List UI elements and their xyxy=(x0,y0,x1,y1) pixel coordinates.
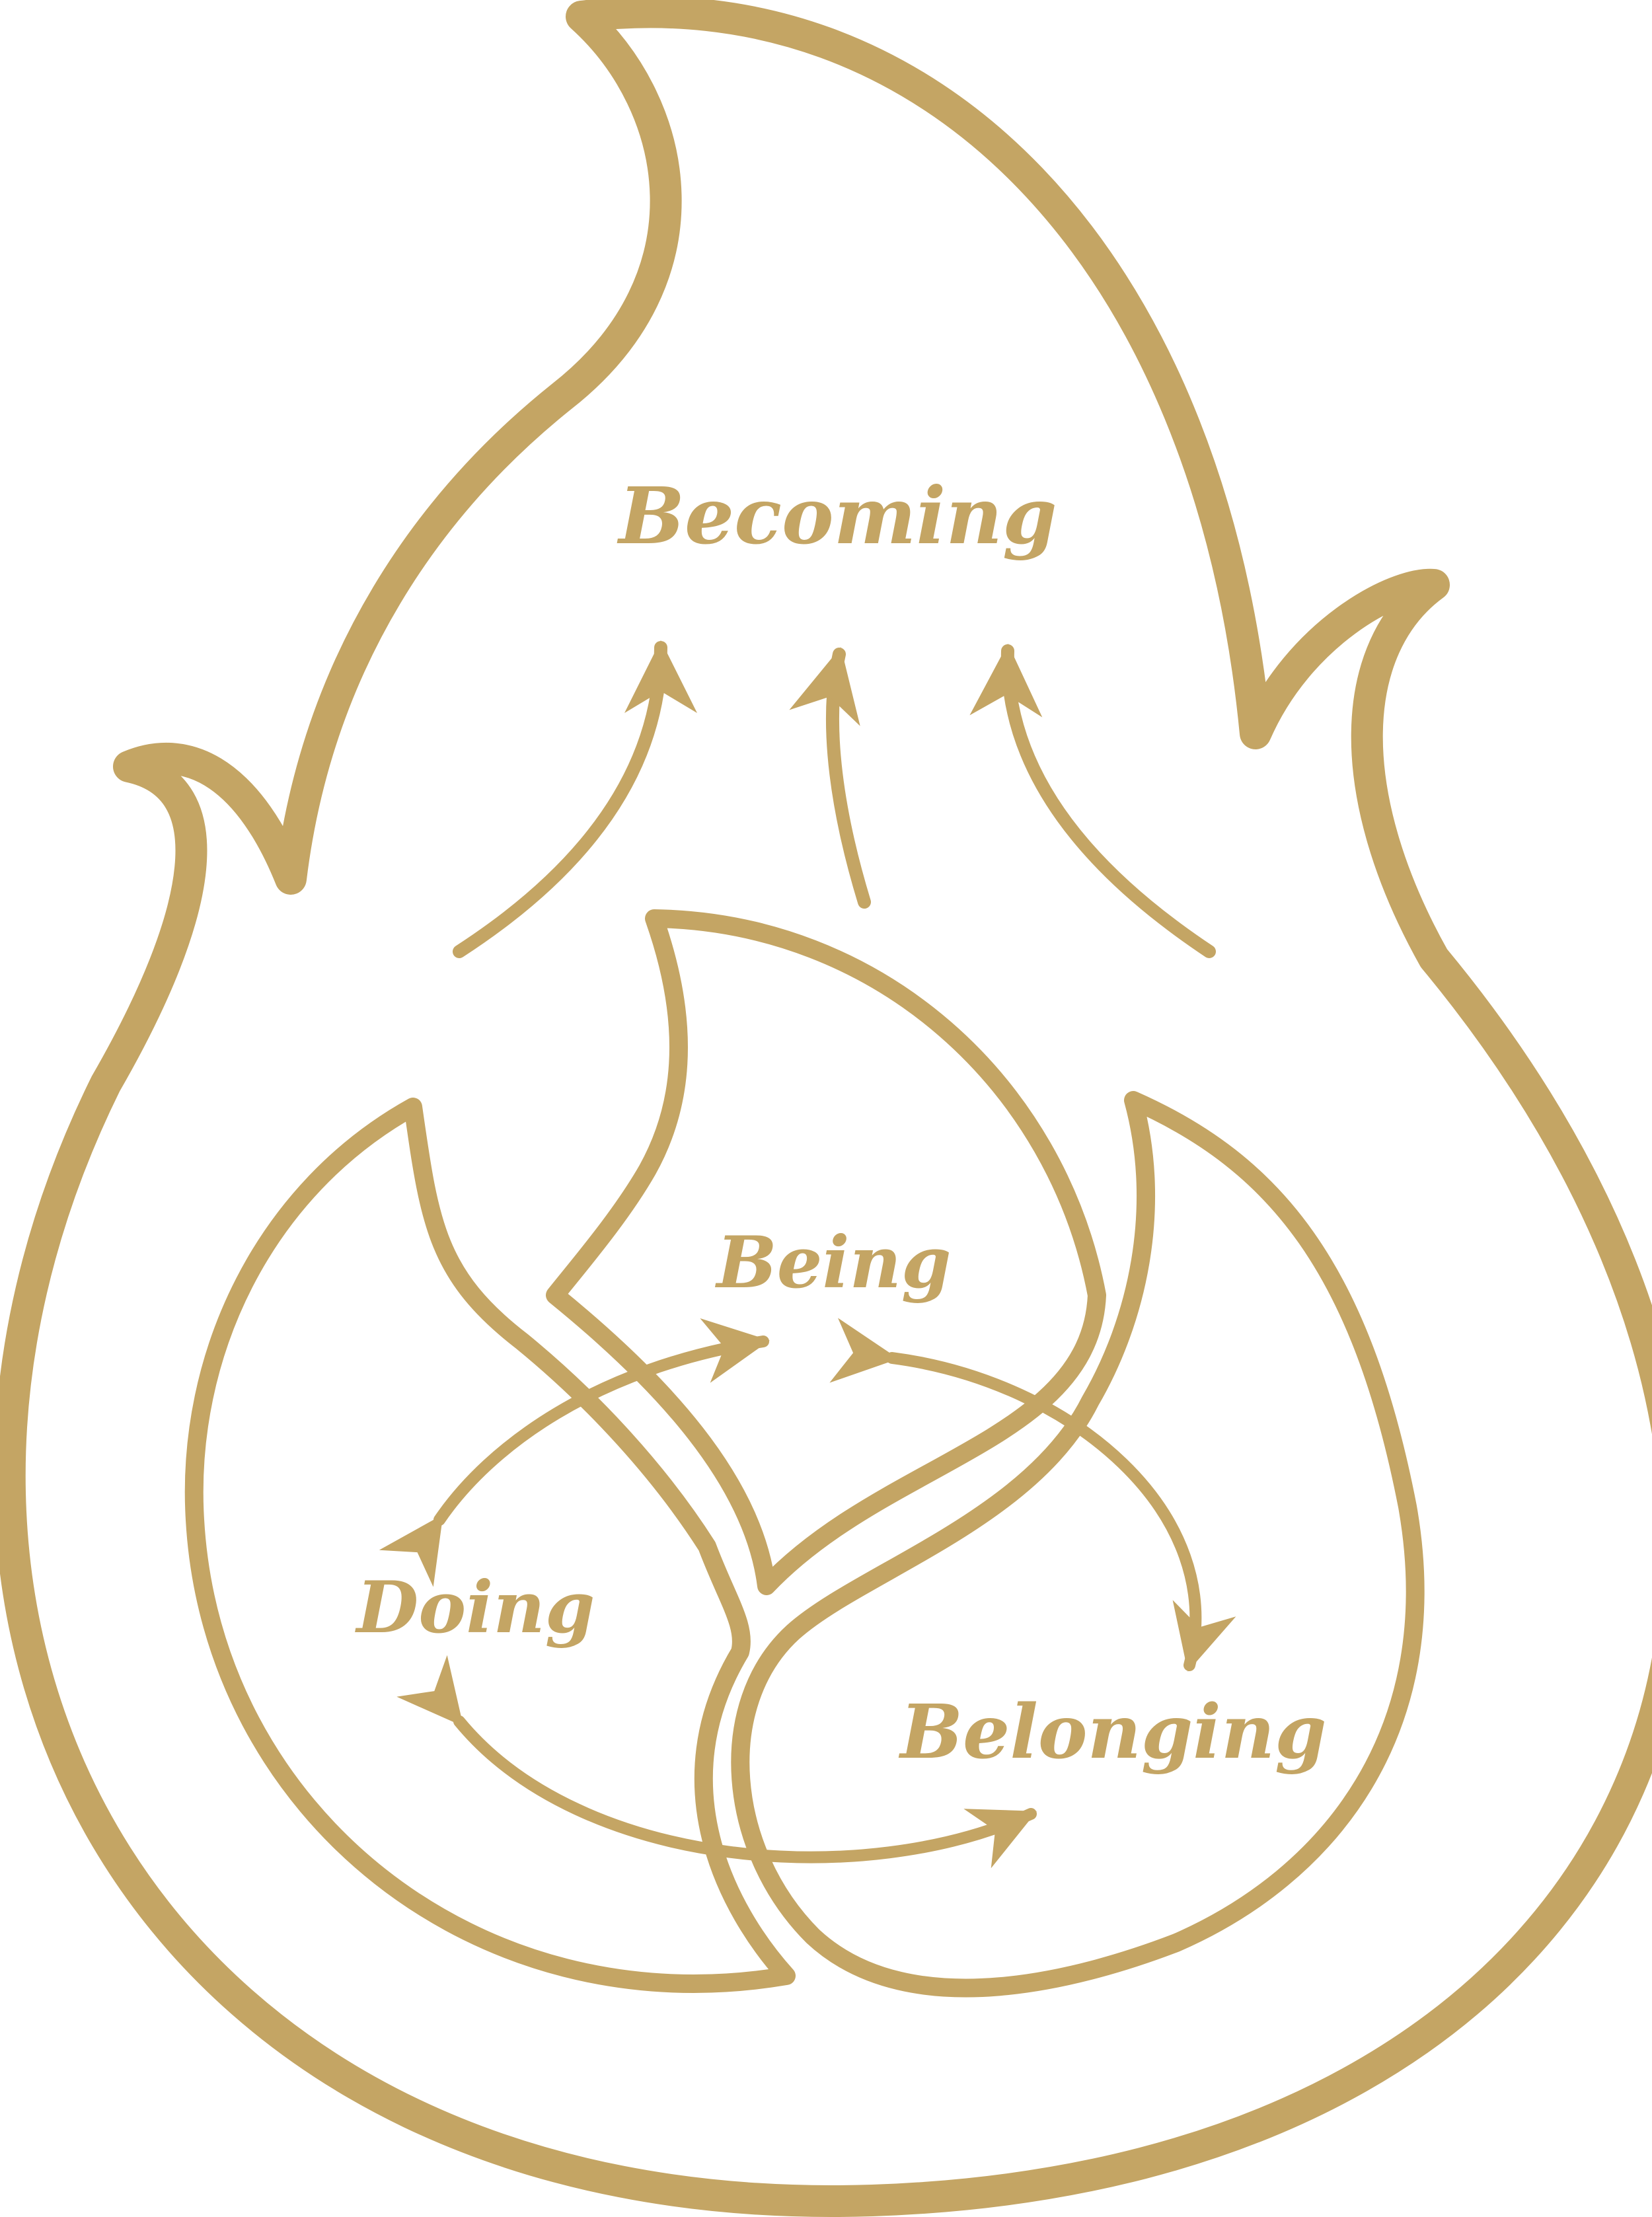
doing-label: Doing xyxy=(355,1566,595,1649)
arrow-to-becoming-right xyxy=(969,644,1216,958)
arrow-to-becoming-center xyxy=(789,647,871,909)
arrow-to-becoming-left xyxy=(453,640,697,958)
being-label: Being xyxy=(714,1221,951,1304)
becoming-label: Becoming xyxy=(617,470,1057,562)
belonging-label: Belonging xyxy=(898,1689,1326,1776)
arrow-doing-being xyxy=(379,1318,770,1587)
arrow-doing-belonging xyxy=(396,1655,1037,1869)
arrow-being-belonging xyxy=(829,1318,1236,1672)
